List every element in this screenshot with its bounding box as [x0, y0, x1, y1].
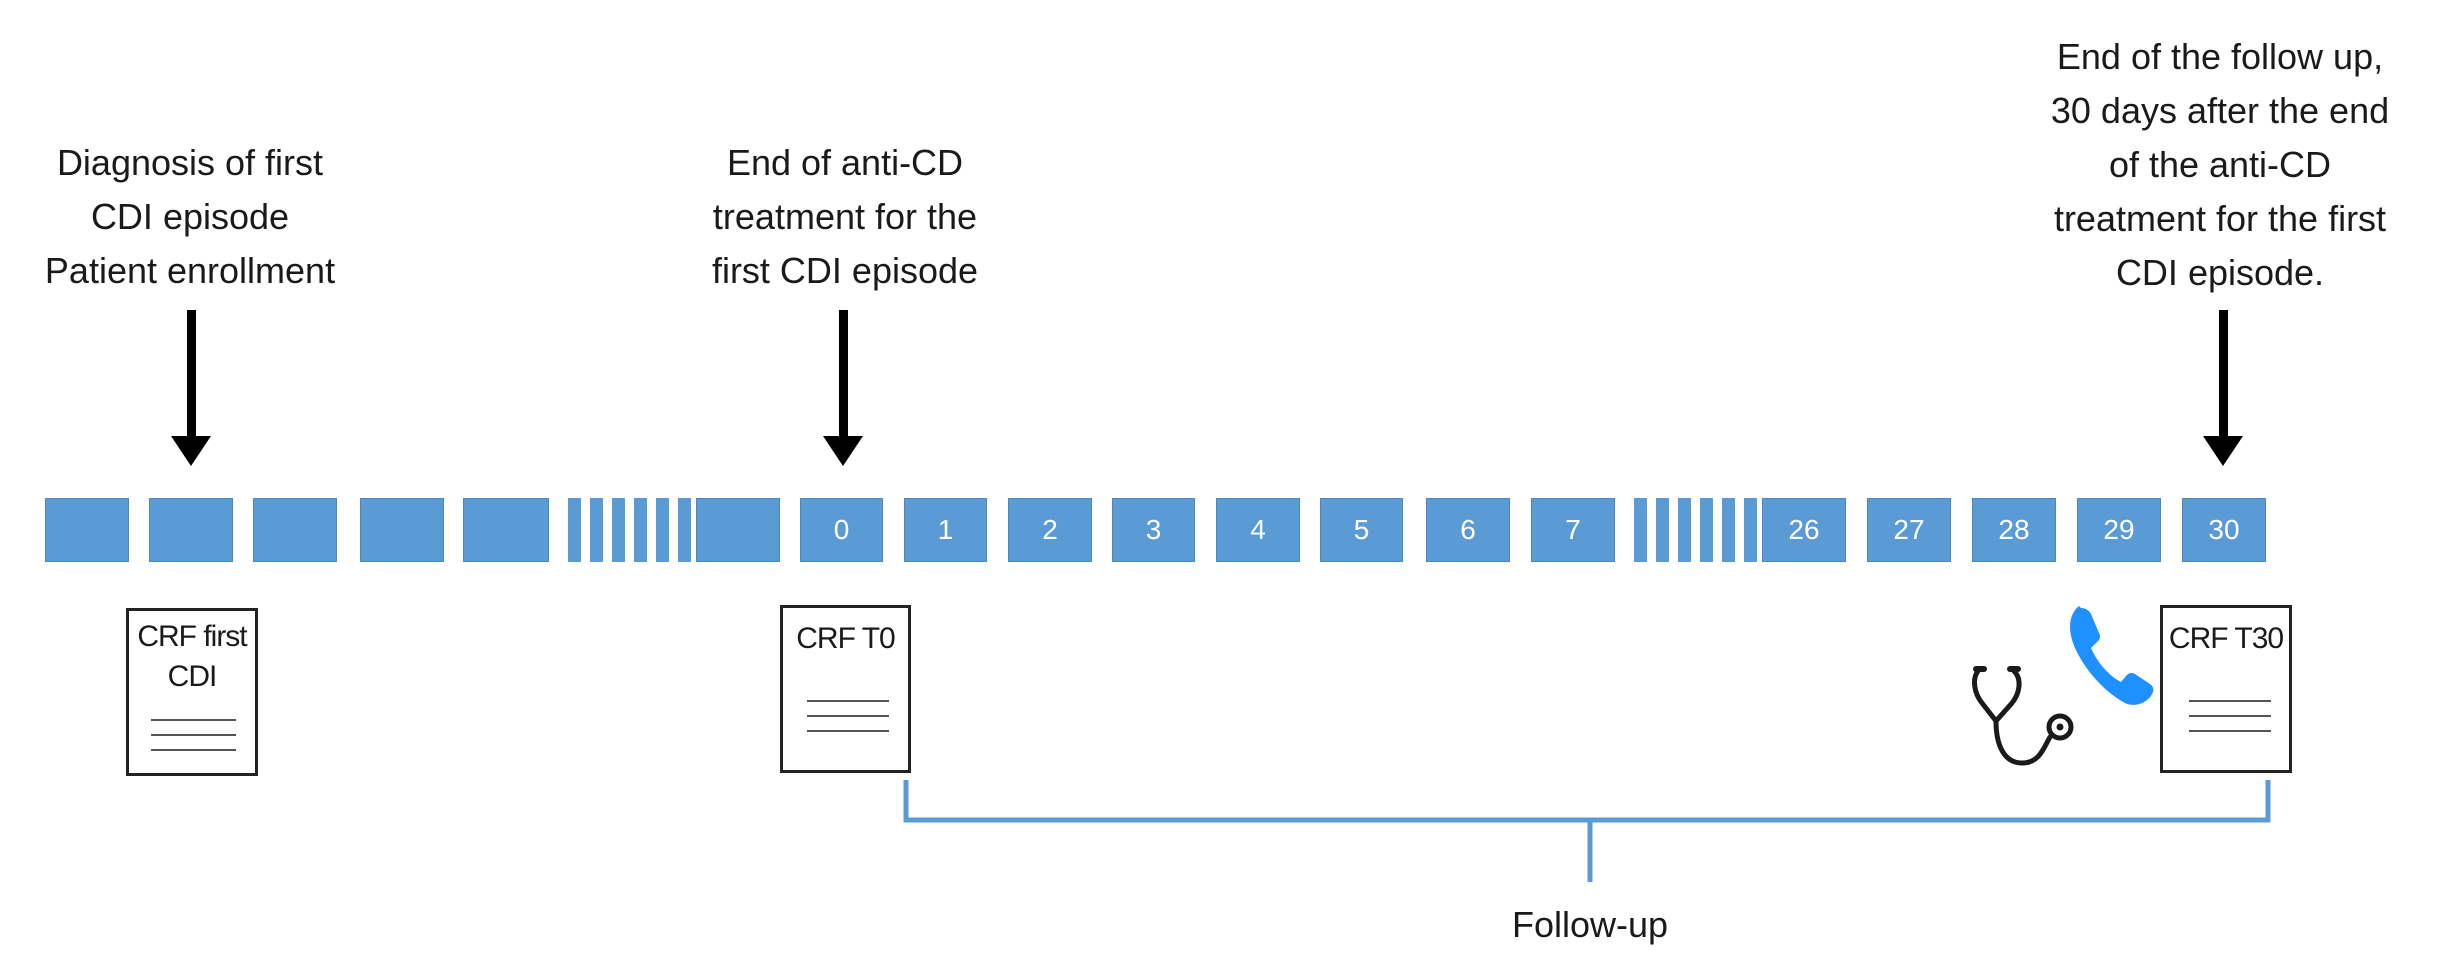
timeline-day-29: 29 [2077, 498, 2161, 562]
end-treatment-line-1: End of anti-CD [726, 142, 964, 183]
document-text-line [807, 730, 889, 732]
diagnosis-label: Diagnosis of first CDI episode Patient e… [20, 136, 360, 298]
crf-t0-document: CRF T0 [780, 605, 911, 773]
document-text-line [807, 715, 889, 717]
stethoscope-icon [1972, 666, 2074, 766]
timeline-day-5: 5 [1320, 498, 1403, 562]
timeline-day-2: 2 [1008, 498, 1092, 562]
timeline-day-7: 7 [1531, 498, 1615, 562]
timeline-day-1: 1 [904, 498, 987, 562]
phone-icon [2070, 606, 2154, 705]
crf-first-cdi-document: CRF first CDI [126, 608, 258, 776]
timeline-box-pre-5 [463, 498, 549, 562]
timeline-box-pre-6 [696, 498, 780, 562]
diagnosis-line-3: Patient enrollment [44, 250, 336, 291]
crf-t30-document: CRF T30 [2160, 605, 2292, 773]
timeline-gap-bar [590, 498, 603, 562]
document-text-line [151, 719, 236, 721]
timeline-box-pre-4 [360, 498, 444, 562]
diagnosis-line-2: CDI episode [90, 196, 290, 237]
timeline-day-4: 4 [1216, 498, 1300, 562]
timeline-day-26: 26 [1762, 498, 1846, 562]
timeline-gap-bar [1678, 498, 1691, 562]
timeline-day-3: 3 [1112, 498, 1195, 562]
diagnosis-line-1: Diagnosis of first [56, 142, 324, 183]
timeline-gap-bar [1634, 498, 1647, 562]
timeline-day-0: 0 [800, 498, 883, 562]
end-followup-line-5: CDI episode. [2115, 252, 2325, 293]
end-treatment-line-3: first CDI episode [711, 250, 979, 291]
timeline-gap-bar [1700, 498, 1713, 562]
document-text-line [151, 749, 236, 751]
document-text-line [807, 700, 889, 702]
end-followup-line-1: End of the follow up, [2056, 36, 2384, 77]
timeline-box-pre-3 [253, 498, 337, 562]
crf-t0-title: CRF T0 [796, 622, 895, 655]
timeline-day-27: 27 [1867, 498, 1951, 562]
timeline-gap-bar [1744, 498, 1757, 562]
document-text-line [2189, 700, 2271, 702]
timeline-box-pre-1 [45, 498, 129, 562]
crf-first-title-line-1: CRF first [137, 620, 247, 653]
timeline-gap-bar [612, 498, 625, 562]
document-text-line [2189, 715, 2271, 717]
timeline-gap-bar [678, 498, 691, 562]
follow-up-label: Follow-up [1511, 904, 1669, 945]
document-text-line [2189, 730, 2271, 732]
timeline-day-30: 30 [2182, 498, 2266, 562]
timeline-gap-bar [568, 498, 581, 562]
document-text-line [151, 734, 236, 736]
end-followup-line-2: 30 days after the end [2050, 90, 2390, 131]
end-followup-label: End of the follow up, 30 days after the … [2010, 30, 2430, 300]
timeline-gap-bar [1722, 498, 1735, 562]
timeline-day-6: 6 [1426, 498, 1510, 562]
crf-t30-title: CRF T30 [2168, 622, 2284, 655]
end-followup-line-3: of the anti-CD [2108, 144, 2332, 185]
timeline-box-pre-2 [149, 498, 233, 562]
end-treatment-label: End of anti-CD treatment for the first C… [665, 136, 1025, 298]
end-treatment-line-2: treatment for the [712, 196, 978, 237]
crf-first-title-line-2: CDI [167, 660, 218, 693]
timeline-gap-bar [656, 498, 669, 562]
timeline-gap-bar [634, 498, 647, 562]
timeline-day-28: 28 [1972, 498, 2056, 562]
follow-up-brace [903, 780, 2271, 882]
timeline-gap-bar [1656, 498, 1669, 562]
end-followup-line-4: treatment for the first [2053, 198, 2387, 239]
